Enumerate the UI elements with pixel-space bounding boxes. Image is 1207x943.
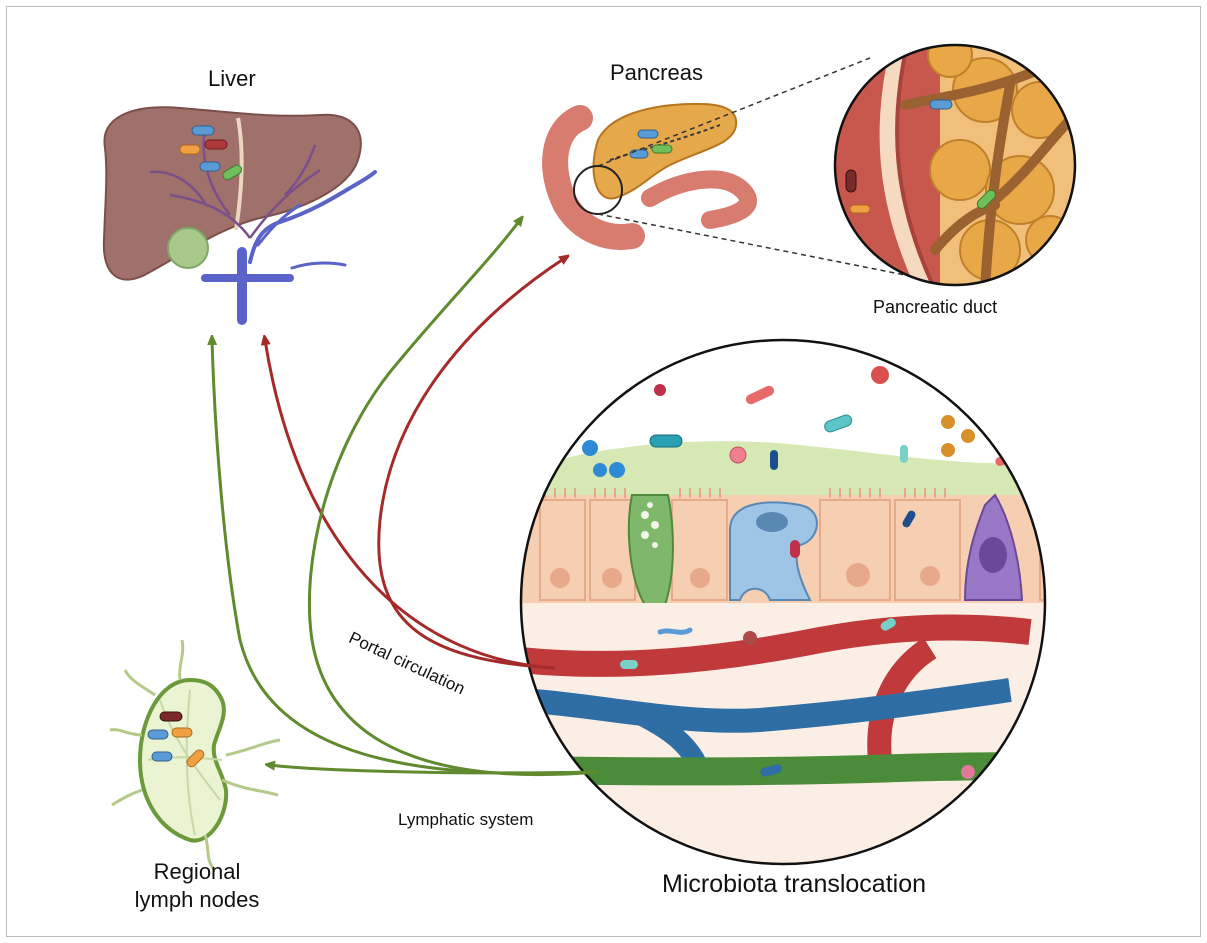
pancreas-label: Pancreas: [610, 60, 703, 86]
regional-lymph-nodes-line1: Regional: [122, 858, 272, 886]
regional-lymph-nodes-label: Regional lymph nodes: [122, 858, 272, 914]
regional-lymph-nodes-line2: lymph nodes: [122, 886, 272, 914]
intestine-zoom-icon: [500, 330, 1070, 864]
pancreatic-duct-label: Pancreatic duct: [873, 297, 997, 318]
liver-organ-icon: [104, 107, 375, 320]
pancreatic-duct-zoom-icon: [830, 33, 1075, 300]
microbiota-translocation-label: Microbiota translocation: [662, 870, 926, 899]
liver-label: Liver: [208, 66, 256, 92]
lymphatic-system-label: Lymphatic system: [398, 810, 533, 830]
pancreas-organ-icon: [555, 104, 748, 237]
